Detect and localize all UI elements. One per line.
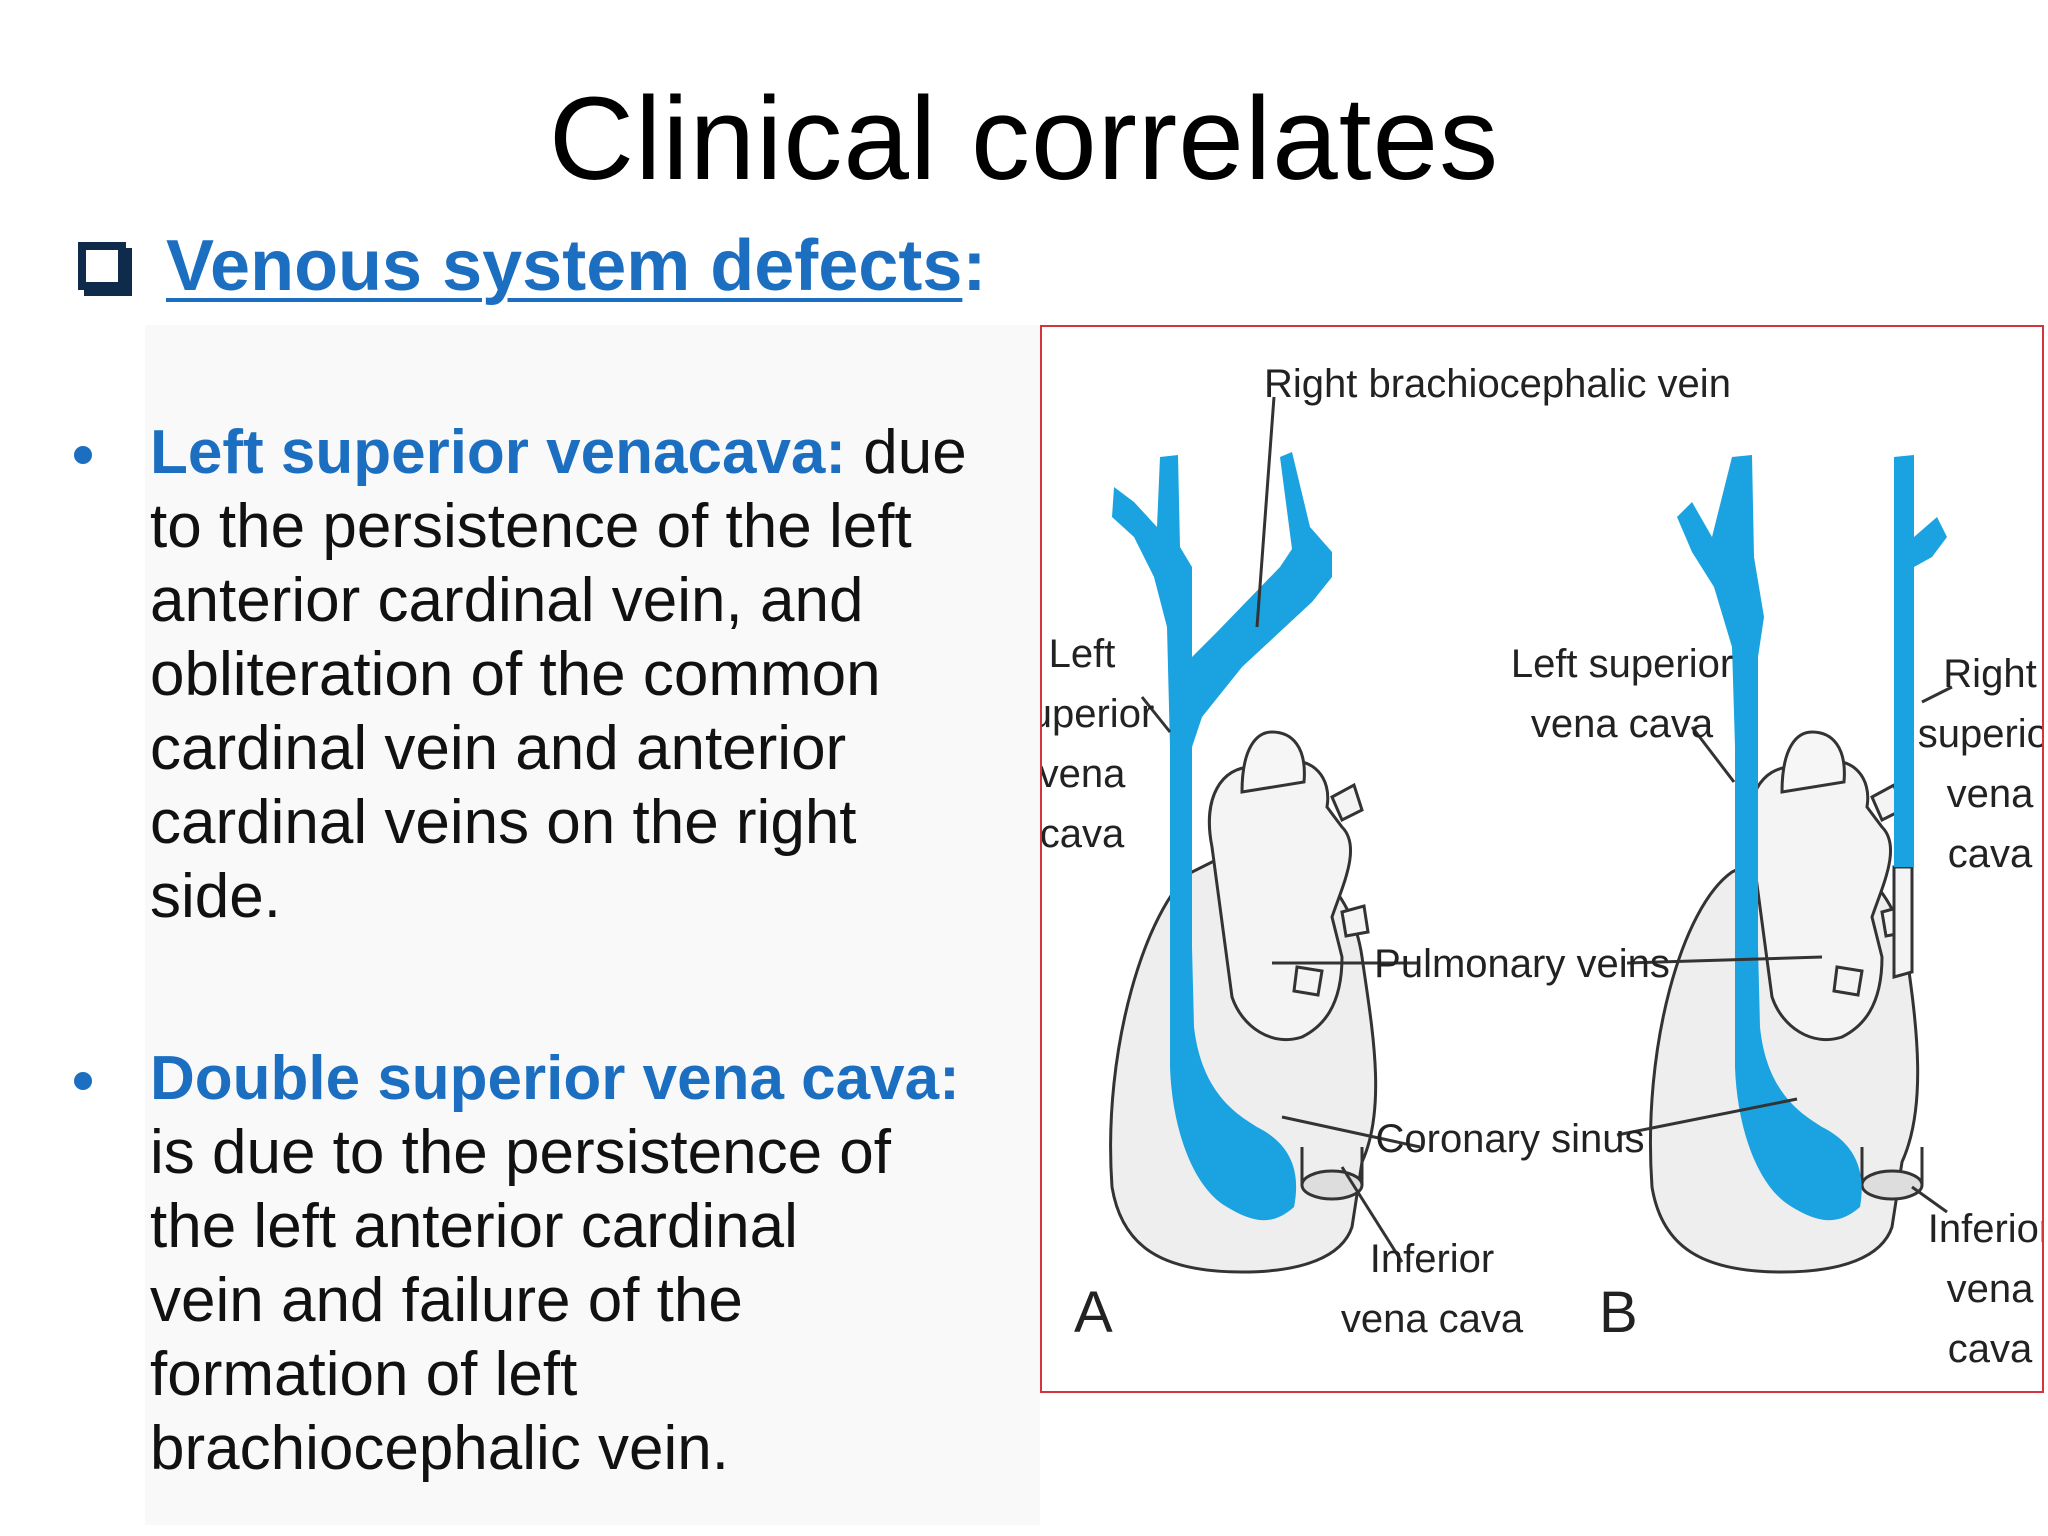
section-heading: Venous system defects: <box>78 225 986 307</box>
heart-a-aorta <box>1240 730 1306 794</box>
bullet-description: is due to the persistence of the left an… <box>150 1118 892 1483</box>
label-pulmonary-veins: Pulmonary veins <box>1374 942 1670 986</box>
leader-b-pulmonary <box>1626 955 1823 965</box>
bullet-double-superior-vena-cava: Double superior vena cava: is due to the… <box>74 1042 1044 1486</box>
label-right-brachiocephalic-vein: Right brachiocephalic vein <box>1264 362 1731 406</box>
label-b-left-svc-2: vena cava <box>1531 702 1714 746</box>
bullet-term: Double superior vena cava: <box>150 1044 960 1113</box>
panel-label-a: A <box>1074 1280 1113 1345</box>
leader-b-left-svc <box>1690 726 1736 783</box>
leader-a-left-svc <box>1140 696 1172 733</box>
label-b-right-svc-2: superior <box>1918 712 2042 756</box>
bullet-left-superior-vena-cava: Left superior venacava: due to the persi… <box>74 416 1044 934</box>
label-b-ivc-1: Inferior <box>1928 1207 2042 1251</box>
leader-a-ivc <box>1340 1166 1404 1263</box>
leader-a-coronary <box>1281 1115 1421 1149</box>
panel-b-veins <box>1677 455 1947 1221</box>
leader-b-right-svc <box>1921 685 1953 704</box>
heart-a-ivc-walls <box>1300 1147 1364 1185</box>
leader-lines <box>1140 396 1953 1263</box>
section-heading-label: Venous system defects <box>166 226 963 306</box>
venous-anomaly-diagram: Right brachiocephalic vein Left superior… <box>1042 362 2042 1371</box>
left-svc-b <box>1677 455 1862 1221</box>
label-coronary-sinus: Coronary sinus <box>1375 1117 1644 1161</box>
left-svc-a <box>1112 452 1332 1221</box>
section-heading-text: Venous system defects: <box>166 225 986 307</box>
right-svc-b <box>1894 455 1947 867</box>
venous-anomaly-figure: Right brachiocephalic vein Left superior… <box>1040 325 2044 1393</box>
content-panel-background <box>145 325 1040 1525</box>
label-a-left-svc-3: vena <box>1042 752 1126 796</box>
label-a-left-svc-4: cava <box>1042 812 1125 856</box>
panel-a-veins <box>1112 452 1332 1221</box>
panel-label-b: B <box>1599 1280 1638 1345</box>
label-b-right-svc-4: cava <box>1948 832 2033 876</box>
bullet-dot <box>74 1072 92 1090</box>
bullet-text: Double superior vena cava: is due to the… <box>150 1042 1044 1486</box>
leader-b-ivc <box>1911 1185 1948 1214</box>
bullet-description: due to the persistence of the left anter… <box>150 418 967 931</box>
right-svc-b-lower <box>1892 865 1914 979</box>
heart-a-pulmonary-stubs <box>1292 782 1370 997</box>
bullet-dot <box>74 446 92 464</box>
leader-b-coronary <box>1616 1097 1798 1137</box>
label-b-left-svc-1: Left superior <box>1511 642 1733 686</box>
label-b-ivc-3: cava <box>1948 1327 2033 1371</box>
leader-right-brachiocephalic <box>1255 396 1276 628</box>
heart-b-ivc-walls <box>1860 1147 1924 1185</box>
checkbox-bullet-icon <box>78 242 126 290</box>
label-b-right-svc-3: vena <box>1947 772 2034 816</box>
bullet-text: Left superior venacava: due to the persi… <box>150 416 1044 934</box>
label-b-right-svc-1: Right <box>1943 652 2036 696</box>
section-heading-colon: : <box>962 226 987 306</box>
label-a-left-svc-1: Left <box>1049 632 1116 676</box>
label-b-ivc-2: vena <box>1947 1267 2034 1311</box>
label-a-ivc-2: vena cava <box>1341 1297 1524 1341</box>
bullet-term: Left superior venacava: <box>150 418 847 487</box>
label-a-left-svc-2: superior <box>1042 692 1154 736</box>
slide-title: Clinical correlates <box>548 73 1500 205</box>
heart-b-ivc-opening <box>1860 1169 1924 1201</box>
heart-b-aorta <box>1780 730 1846 794</box>
label-a-ivc-1: Inferior <box>1370 1237 1495 1281</box>
